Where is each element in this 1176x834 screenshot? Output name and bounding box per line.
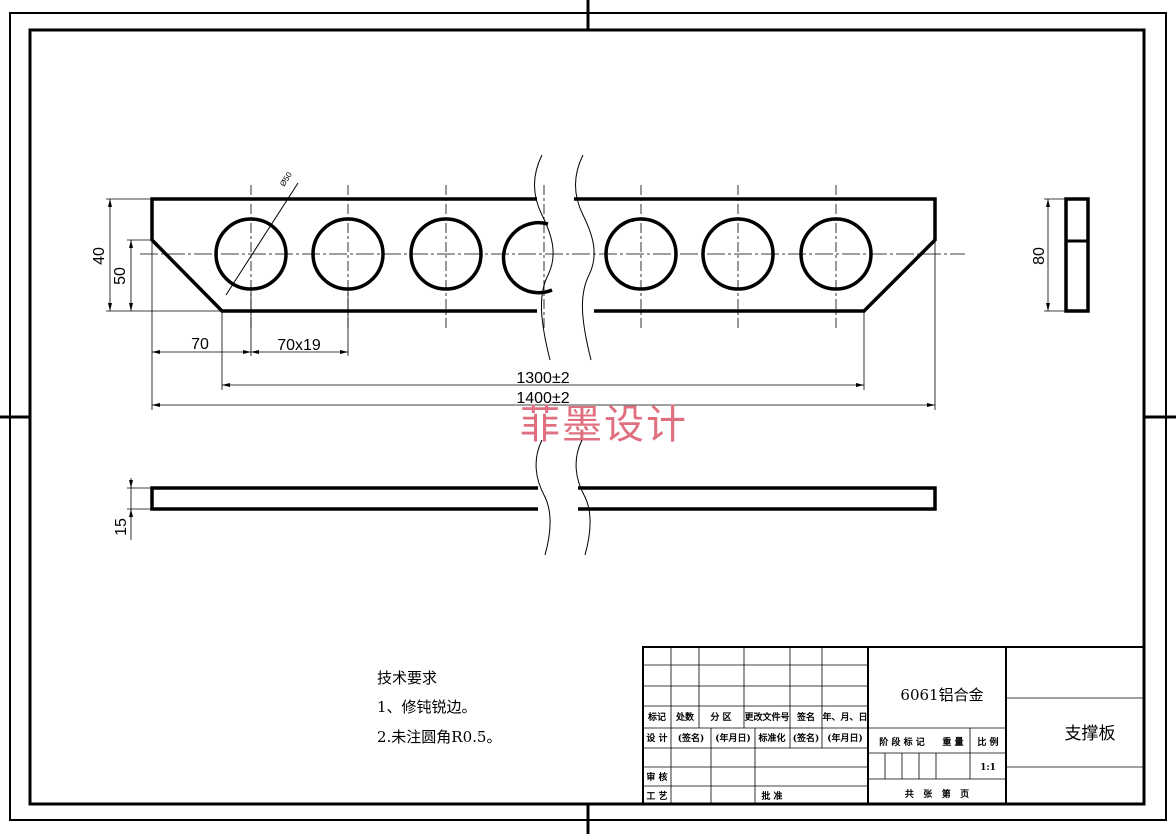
dim-label-15: 15	[113, 518, 130, 536]
tb-header-date: 年、月、日	[822, 711, 867, 723]
watermark: 菲墨设计	[520, 402, 688, 448]
tb-design-date: (年月日)	[715, 732, 751, 744]
tb-header-mark: 标记	[647, 711, 666, 723]
title-block-text: 6061铝合金 支撑板 标记 处数 分 区 更改文件号 签名 年、月、日 设 计…	[646, 686, 1115, 802]
dim-label-40: 40	[91, 247, 108, 265]
tb-scale-value: 1:1	[980, 763, 996, 773]
hole	[604, 217, 678, 291]
diameter-label: Ø50	[278, 170, 294, 188]
tb-weight: 重 量	[942, 736, 963, 748]
dim-label-1300: 1300±2	[516, 370, 569, 387]
top-view	[127, 439, 937, 556]
tech-req-title: 技术要求	[377, 669, 437, 687]
tb-standard-sign: (签名)	[793, 732, 820, 744]
plate-outline-right	[574, 197, 937, 313]
hole	[311, 217, 385, 291]
tb-design-sign: (签名)	[678, 732, 705, 744]
front-view: Ø50	[140, 154, 965, 361]
title-block	[642, 646, 1145, 805]
dim-label-50: 50	[112, 267, 129, 285]
tech-requirements: 技术要求 1、修钝锐边。 2.未注圆角R0.5。	[377, 669, 501, 746]
dim-label-80: 80	[1031, 247, 1048, 265]
tb-design: 设 计	[646, 732, 667, 744]
hole	[214, 217, 288, 291]
dim-label-1400: 1400±2	[516, 390, 569, 407]
tb-process: 工 艺	[646, 790, 667, 802]
tb-standard: 标准化	[757, 732, 785, 744]
hole	[701, 217, 775, 291]
tb-stage-mark: 阶 段 标 记	[879, 736, 924, 748]
hole	[799, 217, 873, 291]
tb-standard-date: (年月日)	[827, 732, 863, 744]
tb-header-count: 处数	[675, 711, 695, 723]
dim-label-pitch: 70x19	[277, 337, 321, 354]
hole-partial	[501, 220, 553, 295]
holes	[214, 217, 873, 295]
diameter-leader	[225, 182, 299, 296]
tech-req-item-2: 2.未注圆角R0.5。	[377, 728, 501, 746]
break-lines	[534, 154, 595, 361]
tb-approve: 批 准	[761, 790, 782, 802]
tb-review: 审 核	[646, 771, 667, 783]
tb-header-zone: 分 区	[710, 711, 731, 723]
tb-scale: 比 例	[977, 736, 998, 748]
tb-sheet-info: 共 张 第 页	[905, 788, 969, 800]
hole-centerlines	[250, 185, 837, 328]
tech-req-item-1: 1、修钝锐边。	[377, 698, 477, 716]
tb-header-doc: 更改文件号	[744, 711, 789, 723]
dimension-lines	[106, 198, 936, 410]
material-label: 6061铝合金	[900, 686, 983, 704]
part-name-label: 支撑板	[1065, 724, 1116, 744]
tb-header-sign: 签名	[796, 711, 815, 723]
dim-label-70: 70	[191, 336, 209, 353]
hole	[409, 217, 483, 291]
dimension-arrows	[108, 199, 935, 407]
side-view	[1044, 197, 1090, 313]
